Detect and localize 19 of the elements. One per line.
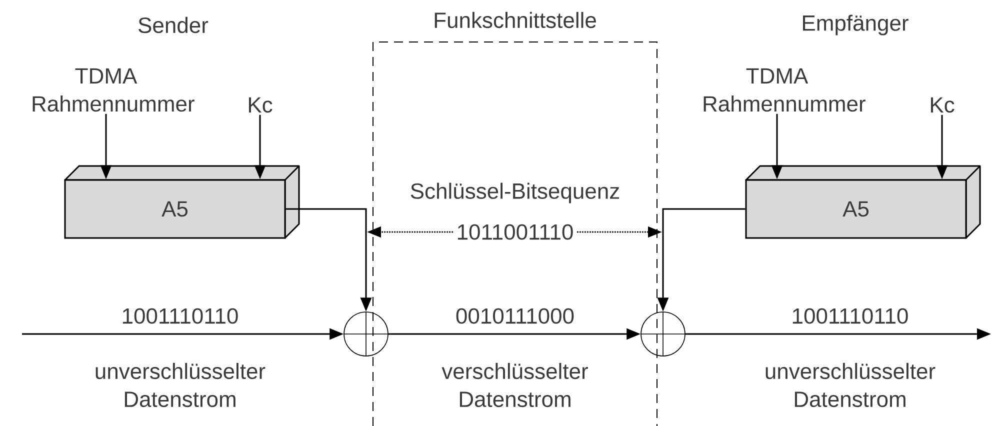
key-label: Schlüssel-Bitsequenz bbox=[410, 182, 620, 204]
a5-block: A5 bbox=[745, 165, 981, 239]
edge-label: 1001110110 bbox=[122, 308, 238, 324]
side-label: Empfänger bbox=[803, 14, 908, 36]
key-bits: 1011001110 bbox=[458, 224, 573, 240]
edge-label: 0010111000 bbox=[456, 308, 574, 324]
a5-block: A5 bbox=[64, 165, 300, 239]
input-label: Kc bbox=[248, 97, 272, 113]
input-label: Kc bbox=[930, 97, 954, 113]
stream-label: verschlüsselter Datenstrom bbox=[442, 362, 588, 408]
edge-label: 1001110110 bbox=[792, 308, 908, 324]
xor-symbol bbox=[343, 311, 389, 357]
interface-label: Funkschnittstelle bbox=[434, 12, 596, 28]
stream-label: unverschlüsselter Datenstrom bbox=[766, 362, 936, 408]
side-label: Sender bbox=[138, 16, 208, 34]
input-label: TDMA Rahmennummer bbox=[704, 68, 866, 112]
stream-label: unverschlüsselter Datenstrom bbox=[96, 362, 266, 408]
input-label: TDMA Rahmennummer bbox=[32, 68, 194, 112]
xor-symbol bbox=[640, 311, 686, 357]
